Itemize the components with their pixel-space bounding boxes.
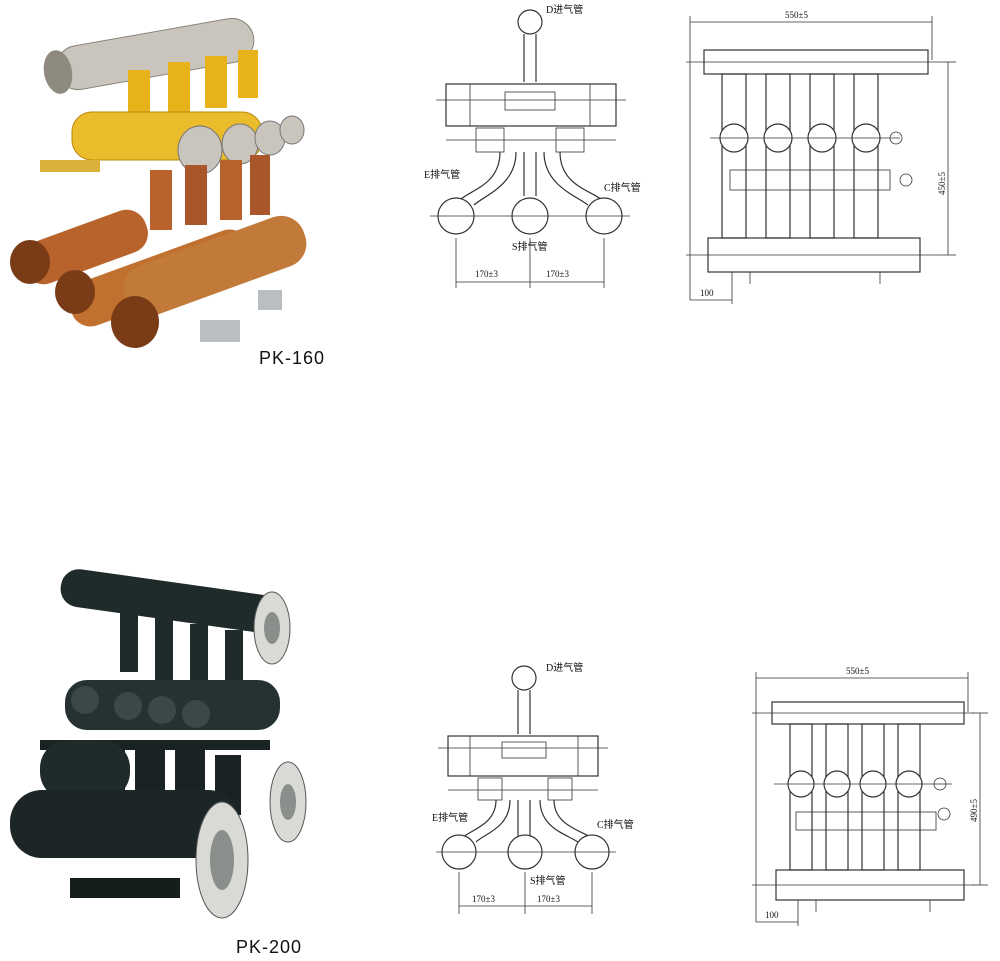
pk200-risers bbox=[120, 612, 243, 692]
pk200-exhaust-c-label: C排气管 bbox=[597, 818, 634, 831]
pk200-spacing-right: 170±3 bbox=[537, 894, 560, 904]
pk160-valve-bodies bbox=[40, 111, 305, 175]
pk200-height-dim: 490±5 bbox=[969, 799, 979, 822]
pk160-model-label: PK-160 bbox=[259, 348, 325, 368]
pk200-front-view: D进气管 E排气管 C排气管 S排气管 170±3 170±3 bbox=[432, 661, 634, 914]
pk200-model-label: PK-200 bbox=[236, 937, 302, 957]
pk160-inlet-port bbox=[517, 9, 543, 35]
pk160-spacing-right: 170±3 bbox=[546, 269, 569, 279]
pk160-side-view: 550±5 450±5 100 bbox=[686, 10, 956, 304]
pk200-offset-dim: 100 bbox=[765, 910, 779, 920]
pk160-copper-legs bbox=[150, 155, 270, 230]
pk160-photo bbox=[10, 17, 307, 348]
pk200-inlet-port bbox=[511, 665, 537, 691]
pk200-inlet-label: D进气管 bbox=[546, 661, 583, 674]
pk160-exhaust-c-label: C排气管 bbox=[604, 181, 641, 194]
pk160-side-valves bbox=[710, 73, 913, 239]
pk200-valve-bodies bbox=[40, 680, 280, 750]
pk200-side-valves bbox=[774, 723, 952, 871]
pk160-front-view: D进气管 E排气管 C排气管 S排气管 170±3 170±3 bbox=[424, 3, 641, 288]
pk200-inlet-header bbox=[60, 569, 291, 665]
pk200-valve-block bbox=[447, 735, 599, 777]
pk160-valve-block bbox=[445, 83, 617, 127]
pk160-risers bbox=[128, 50, 258, 120]
pk200-spacing-left: 170±3 bbox=[472, 894, 495, 904]
pk200-width-dim: 550±5 bbox=[846, 666, 869, 676]
pk160-width-dim: 550±5 bbox=[785, 10, 808, 20]
pk200-photo bbox=[10, 569, 307, 919]
pk160-spacing-left: 170±3 bbox=[475, 269, 498, 279]
pk160-exhaust-e-label: E排气管 bbox=[424, 168, 460, 181]
pk200-side-view: 550±5 490±5 100 bbox=[752, 666, 988, 926]
pk200-exhaust-pipes bbox=[10, 740, 307, 919]
pk160-exhaust-pipes bbox=[10, 209, 307, 348]
pk160-inlet-header bbox=[43, 17, 255, 94]
pk160-offset-dim: 100 bbox=[700, 288, 714, 298]
pk160-inlet-label: D进气管 bbox=[546, 3, 583, 16]
pk160-height-dim: 450±5 bbox=[937, 172, 947, 195]
pk200-exhaust-s-label: S排气管 bbox=[530, 874, 566, 887]
pk200-exhaust-e-label: E排气管 bbox=[432, 811, 468, 824]
